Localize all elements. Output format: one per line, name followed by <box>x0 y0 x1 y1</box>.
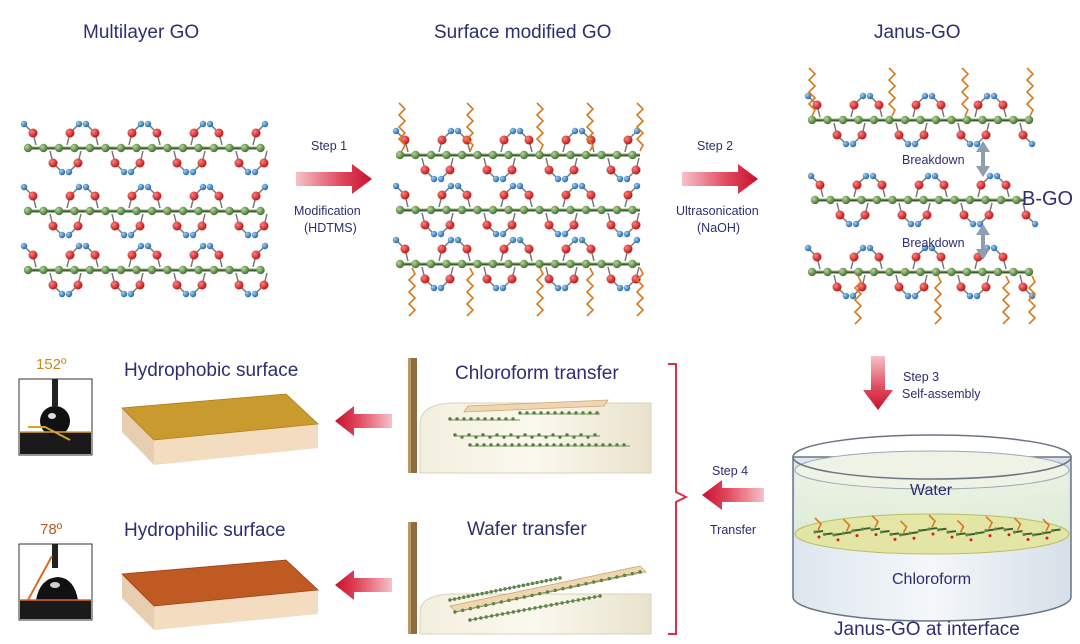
beaker-caption: Janus-GO at interface <box>834 619 1020 640</box>
multilayer-go-illustration <box>20 120 269 298</box>
step4-arrow <box>702 480 764 510</box>
title-janus-go: Janus-GO <box>874 22 961 43</box>
janus-go-illustration <box>804 67 1039 325</box>
breakdown-arrow-top <box>976 141 990 177</box>
step3-label: Step 3 <box>903 370 940 384</box>
interface-flakes <box>813 514 1061 542</box>
breakdown-top-label: Breakdown <box>902 153 965 167</box>
hydrophilic-surface-slab <box>121 559 319 630</box>
surface-modified-go-illustration <box>392 102 645 317</box>
chloroform-transfer-panel <box>408 358 652 474</box>
step2-label: Step 2 <box>697 139 734 153</box>
hydrophilic-surface-label: Hydrophilic surface <box>124 520 286 541</box>
contact-angle-image-hydrophilic <box>18 543 93 621</box>
step1-desc-line1: Modification <box>294 204 361 218</box>
step3-desc: Self-assembly <box>902 387 981 401</box>
wafer-transfer-panel <box>408 522 652 635</box>
step1-arrow <box>296 164 372 194</box>
hydrophilic-contact-angle: 78º <box>40 521 63 538</box>
step1-label: Step 1 <box>311 139 348 153</box>
beaker <box>792 434 1072 622</box>
breakdown-arrow-bottom <box>976 224 990 260</box>
step3-arrow <box>863 356 893 410</box>
hydrophobic-contact-angle: 152º <box>36 356 67 373</box>
step2-desc-line1: Ultrasonication <box>676 204 759 218</box>
beaker-water-label: Water <box>910 482 953 499</box>
step4-label: Step 4 <box>712 464 749 478</box>
title-surface-modified-go: Surface modified GO <box>434 22 612 43</box>
breakdown-bottom-label: Breakdown <box>902 236 965 250</box>
step2-arrow <box>682 164 758 194</box>
step4-desc: Transfer <box>710 523 757 537</box>
to-hydrophilic-arrow <box>335 570 392 600</box>
hydrophobic-surface-slab <box>121 393 319 465</box>
step2-desc-line2: (NaOH) <box>697 221 741 235</box>
contact-angle-image-hydrophobic <box>18 378 93 456</box>
step1-desc-line2: (HDTMS) <box>304 221 357 235</box>
to-hydrophobic-arrow <box>335 406 392 436</box>
chloroform-transfer-label: Chloroform transfer <box>455 363 619 384</box>
hydrophobic-surface-label: Hydrophobic surface <box>124 360 299 381</box>
wafer-transfer-label: Wafer transfer <box>467 519 587 540</box>
transfer-bracket <box>668 363 689 635</box>
bgo-label: B-GO <box>1022 188 1074 210</box>
title-multilayer-go: Multilayer GO <box>83 22 200 43</box>
beaker-chloroform-label: Chloroform <box>892 571 972 588</box>
